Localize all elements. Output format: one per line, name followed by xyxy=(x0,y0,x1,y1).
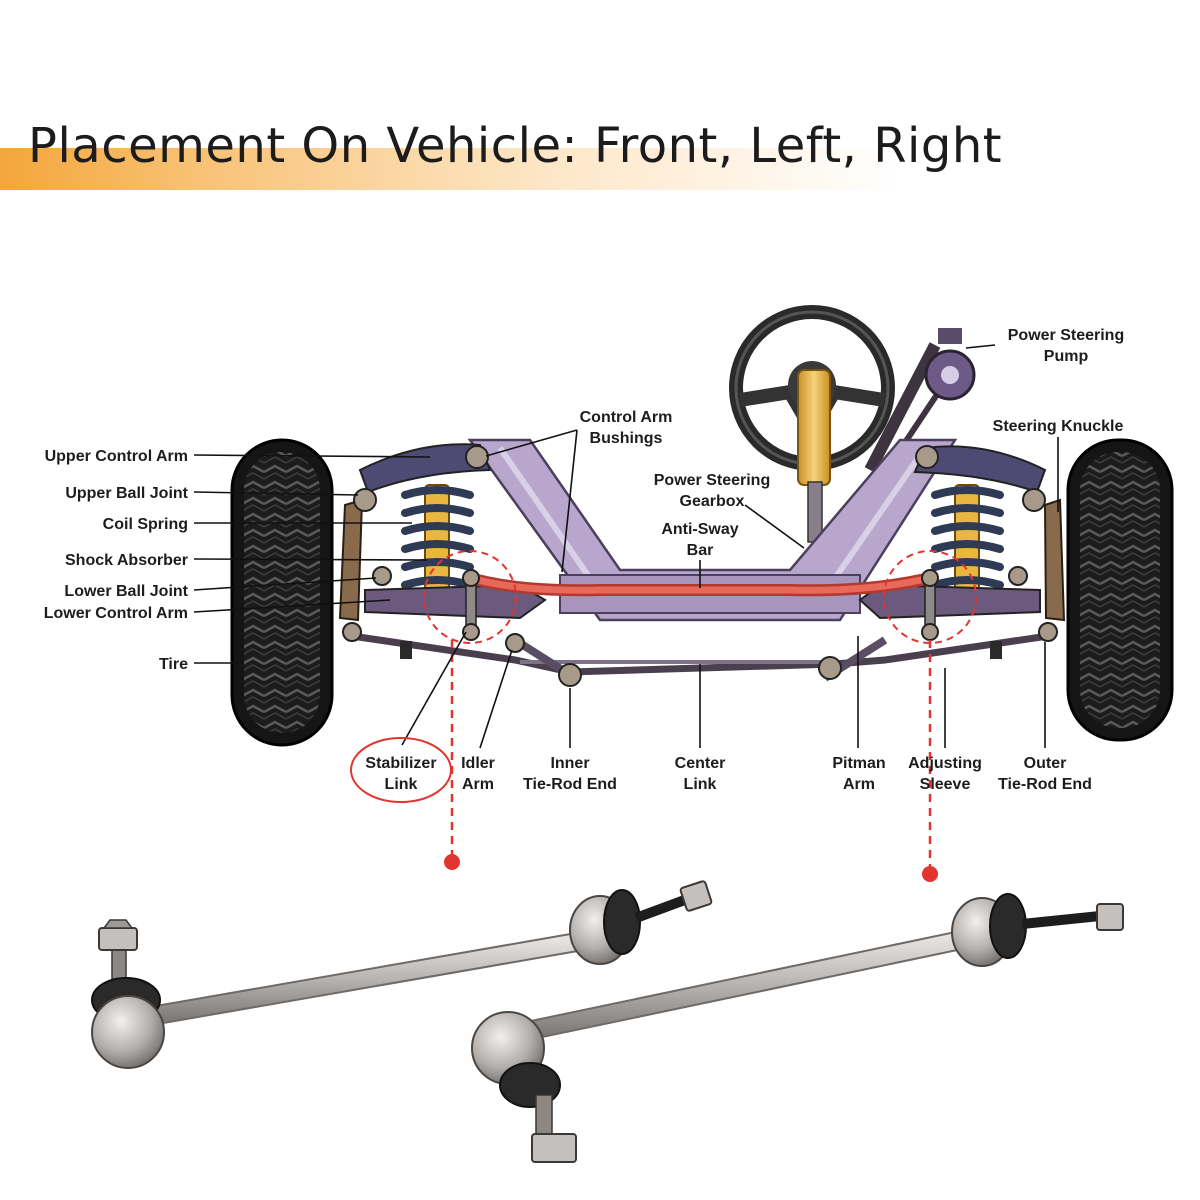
label-idler-arm-line2: Arm xyxy=(462,776,494,793)
product-stabilizer-link-right xyxy=(471,893,1124,1163)
left-tire xyxy=(230,438,334,747)
label-shock-absorber: Shock Absorber xyxy=(65,552,188,569)
right-shock-absorber xyxy=(954,484,980,591)
label-outer-tie-rod-end-line2: Tie-Rod End xyxy=(998,776,1092,793)
label-stabilizer-link-line2: Link xyxy=(385,776,418,793)
diagram-labels: Upper Control Arm Upper Ball Joint Coil … xyxy=(44,327,1124,803)
label-power-steering-pump-line2: Pump xyxy=(1044,348,1089,365)
left-upper-control-arm xyxy=(358,443,492,494)
label-steering-knuckle: Steering Knuckle xyxy=(993,418,1124,435)
label-anti-sway-bar-line2: Bar xyxy=(687,542,714,559)
left-coil-spring xyxy=(401,486,474,589)
left-stabilizer-link-small xyxy=(462,569,480,641)
label-inner-tie-rod-end-line1: Inner xyxy=(550,755,589,772)
label-lower-control-arm: Lower Control Arm xyxy=(44,605,188,622)
label-power-steering-gearbox-line1: Power Steering xyxy=(654,472,770,489)
label-coil-spring: Coil Spring xyxy=(103,516,188,533)
label-adjusting-sleeve-line2: Sleeve xyxy=(920,776,971,793)
right-upper-control-arm xyxy=(913,445,1047,494)
leader-lines xyxy=(193,344,1059,749)
label-lower-ball-joint: Lower Ball Joint xyxy=(64,583,188,600)
label-inner-tie-rod-end-line2: Tie-Rod End xyxy=(523,776,617,793)
label-control-arm-bushings-line2: Bushings xyxy=(590,430,663,447)
label-anti-sway-bar-line1: Anti-Sway xyxy=(661,521,738,538)
highlight-right-link xyxy=(883,550,977,882)
label-stabilizer-link-line1: Stabilizer xyxy=(365,755,436,772)
steering-linkage xyxy=(342,622,1058,687)
page-title: Placement On Vehicle: Front, Left, Right xyxy=(28,118,1003,174)
left-shock-absorber xyxy=(424,484,450,591)
label-power-steering-gearbox-line2: Gearbox xyxy=(680,493,745,510)
label-upper-ball-joint: Upper Ball Joint xyxy=(65,485,188,502)
label-center-link-line2: Link xyxy=(684,776,717,793)
anti-sway-bar xyxy=(464,572,936,597)
label-tire: Tire xyxy=(159,656,188,673)
right-tire xyxy=(1066,438,1174,742)
label-control-arm-bushings-line1: Control Arm xyxy=(580,409,673,426)
right-coil-spring xyxy=(931,486,1004,589)
label-idler-arm-line1: Idler xyxy=(461,755,495,772)
label-center-link-line1: Center xyxy=(675,755,726,772)
label-pitman-arm-line1: Pitman xyxy=(832,755,885,772)
highlight-left-link xyxy=(423,550,517,870)
label-upper-control-arm: Upper Control Arm xyxy=(45,448,188,465)
label-power-steering-pump-line1: Power Steering xyxy=(1008,327,1124,344)
label-adjusting-sleeve-line1: Adjusting xyxy=(908,755,982,772)
label-pitman-arm-line2: Arm xyxy=(843,776,875,793)
right-steering-knuckle xyxy=(1008,488,1066,622)
label-outer-tie-rod-end-line1: Outer xyxy=(1024,755,1067,772)
title-accent-bar xyxy=(0,148,1200,190)
product-stabilizer-link-left xyxy=(91,880,713,1069)
steering-column xyxy=(797,369,831,543)
stabilizer-link-highlight-ellipse xyxy=(350,737,452,803)
right-stabilizer-link-small xyxy=(921,569,939,641)
